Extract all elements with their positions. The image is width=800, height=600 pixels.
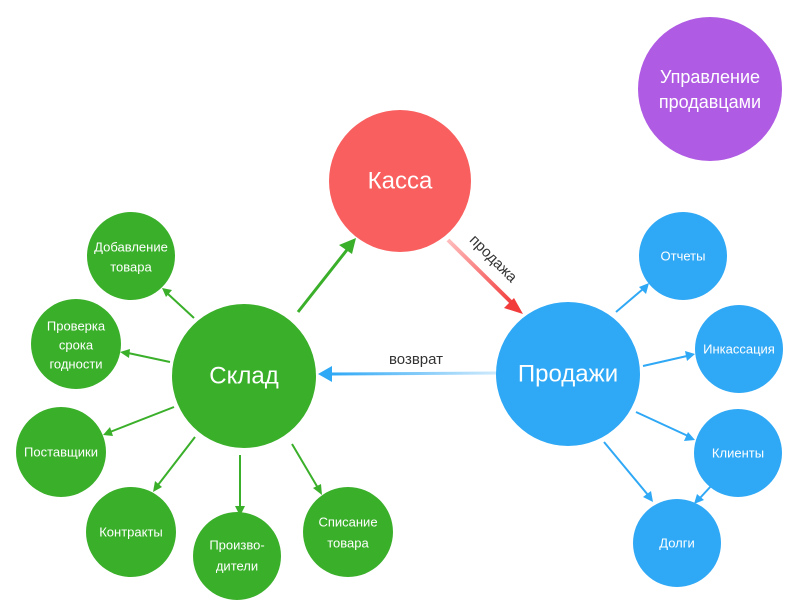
node-suppliers[interactable]: Поставщики [16, 407, 106, 497]
node-debts[interactable]: Долги [633, 499, 721, 587]
node-manage-sellers-line1: Управление [660, 67, 760, 87]
edge-prodazhi-clients [635, 411, 695, 441]
edge-prodazhi-sklad [318, 366, 498, 382]
node-prodazhi-label: Продажи [518, 361, 618, 388]
node-writeoff[interactable]: Списание товара [303, 487, 393, 577]
edge-sklad-add-goods [162, 288, 195, 319]
edge-prodazhi-debts [603, 441, 653, 502]
node-sklad-label: Склад [209, 363, 278, 390]
edge-label-sale: продажа [466, 232, 521, 287]
node-clients[interactable]: Клиенты [694, 409, 782, 497]
edge-prodazhi-collection [642, 351, 695, 367]
edge-sklad-contracts [153, 436, 196, 492]
edge-kassa-prodazhi [446, 238, 523, 314]
node-contracts-label: Контракты [99, 525, 163, 540]
node-expiry-check-line2: срока [59, 338, 94, 353]
node-producers[interactable]: Произво- дители [193, 512, 281, 600]
edge-sklad-writeoff [291, 443, 322, 495]
node-collection-label: Инкассация [703, 342, 775, 357]
edge-prodazhi-reports [615, 283, 649, 313]
edge-sklad-expiry [120, 349, 171, 363]
node-suppliers-label: Поставщики [24, 445, 98, 460]
node-add-goods[interactable]: Добавление товара [87, 212, 175, 300]
node-kassa[interactable]: Касса [329, 110, 471, 252]
node-expiry-check-line1: Проверка [47, 319, 106, 334]
node-prodazhi[interactable]: Продажи [496, 302, 640, 446]
node-writeoff-line1: Списание [318, 515, 377, 530]
edge-sklad-kassa [296, 238, 356, 313]
node-kassa-label: Касса [368, 168, 433, 195]
node-writeoff-line2: товара [327, 536, 369, 551]
node-add-goods-line2: товара [110, 260, 152, 275]
node-reports-label: Отчеты [661, 249, 706, 264]
node-expiry-check[interactable]: Проверка срока годности [31, 299, 121, 389]
node-clients-label: Клиенты [712, 446, 764, 461]
node-producers-line1: Произво- [209, 538, 264, 553]
node-contracts[interactable]: Контракты [86, 487, 176, 577]
edge-label-return: возврат [389, 351, 443, 368]
node-collection[interactable]: Инкассация [695, 305, 783, 393]
edge-sklad-producers [235, 455, 245, 516]
node-reports[interactable]: Отчеты [639, 212, 727, 300]
edge-clients-debts [694, 484, 713, 504]
node-sklad[interactable]: Склад [172, 304, 316, 448]
node-add-goods-line1: Добавление [94, 240, 168, 255]
node-producers-line2: дители [216, 559, 258, 574]
node-manage-sellers[interactable]: Управление продавцами [638, 17, 782, 161]
node-expiry-check-line3: годности [49, 357, 102, 372]
node-manage-sellers-line2: продавцами [659, 92, 761, 112]
edge-sklad-suppliers [103, 406, 175, 436]
node-debts-label: Долги [659, 536, 694, 551]
